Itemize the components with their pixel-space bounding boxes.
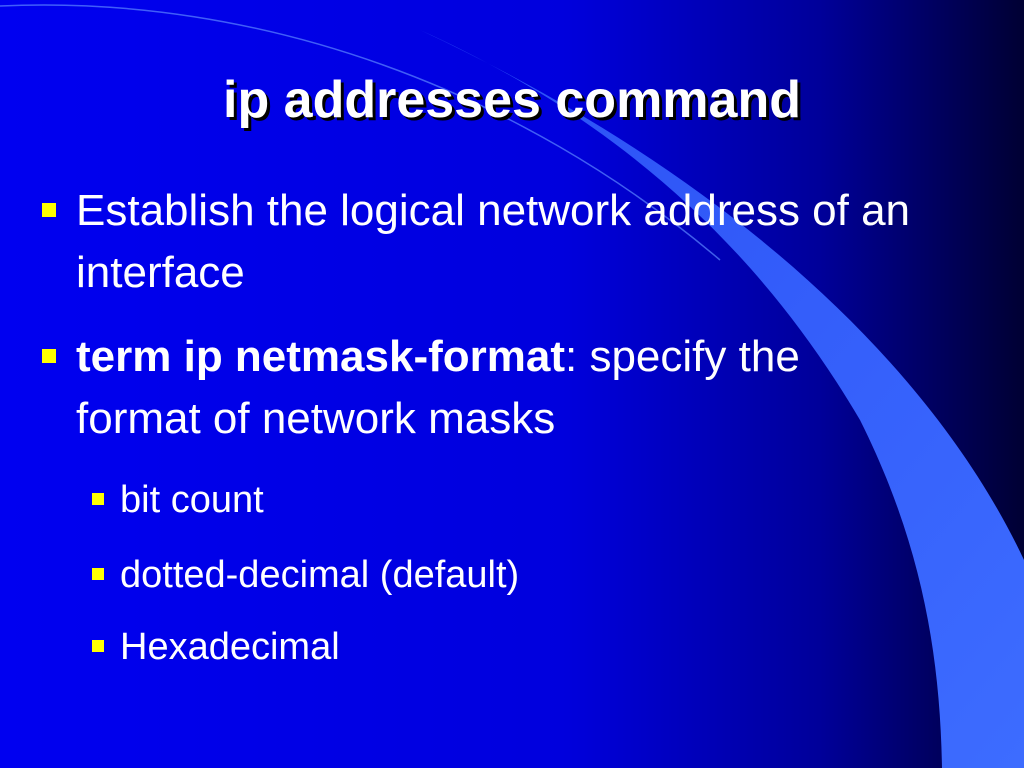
bullet-item-1-text: Establish the logical network address of… (76, 186, 911, 297)
sub-bullet-item-1: bit count (92, 475, 920, 525)
yellow-square-bullet-icon (92, 568, 104, 580)
yellow-square-bullet-icon (92, 640, 104, 652)
sub-bullet-item-2: dotted-decimal (default) (92, 550, 920, 600)
swoosh-shape (420, 30, 1024, 768)
yellow-square-bullet-icon (42, 203, 56, 217)
yellow-square-bullet-icon (92, 493, 104, 505)
sub-bullet-item-1-text: bit count (120, 479, 264, 521)
swoosh-highlight-line (0, 4, 721, 261)
sub-bullet-item-3-text: Hexadecimal (120, 626, 340, 668)
yellow-square-bullet-icon (42, 349, 56, 363)
bullet-item-1: Establish the logical network address of… (42, 180, 936, 304)
sub-bullet-item-2-text: dotted-decimal (default) (120, 554, 520, 596)
bullet-item-2-command: term ip netmask-format (76, 332, 566, 381)
bullet-item-2-text: : specify the format of network masks (76, 332, 800, 443)
sub-bullet-item-3: Hexadecimal (92, 622, 920, 672)
bullet-item-2: term ip netmask-format: specify the form… (42, 326, 936, 450)
slide-title: ip addresses command (223, 71, 801, 129)
